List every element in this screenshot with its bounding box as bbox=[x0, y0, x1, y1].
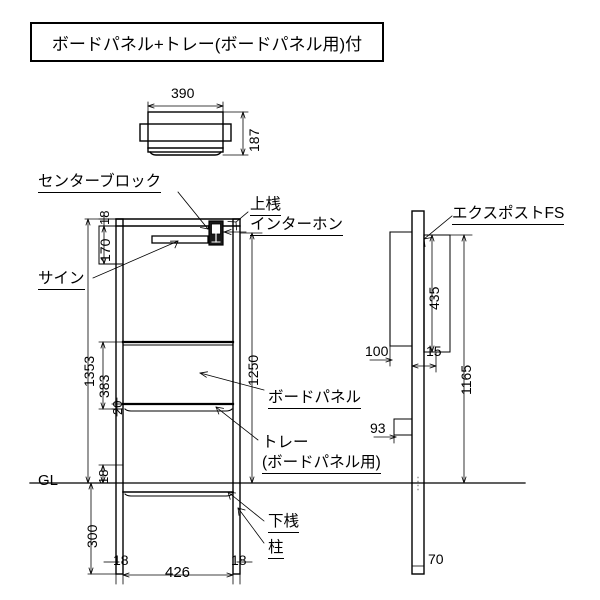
label-center-block: センターブロック bbox=[38, 173, 162, 193]
side-elevation-geometry bbox=[389, 210, 453, 575]
dim-embed-depth: 300 bbox=[84, 524, 100, 548]
label-upper-rail: 上桟 bbox=[250, 196, 282, 216]
dim-right-height: 1250 bbox=[245, 354, 261, 386]
dim-tray-thickness: 20 bbox=[110, 400, 125, 415]
dim-post-depth: 70 bbox=[428, 551, 444, 567]
dim-lower-offset: 93 bbox=[370, 420, 386, 436]
label-board-panel: ボードパネル bbox=[268, 389, 362, 409]
dim-side-panel-height: 435 bbox=[426, 286, 442, 310]
front-elevation-geometry bbox=[29, 191, 526, 575]
label-sign: サイン bbox=[38, 270, 85, 290]
label-product-name: エクスポストFS bbox=[452, 205, 565, 225]
label-tray-line2: (ボードパネル用) bbox=[262, 454, 381, 474]
dim-top-offset: 170 bbox=[97, 238, 113, 262]
dim-top-rail-thickness: 18 bbox=[97, 210, 112, 225]
plan-width-dim: 390 bbox=[171, 85, 195, 101]
front-elevation-dimensions bbox=[84, 213, 263, 585]
dim-tray-depth: 100 bbox=[365, 343, 389, 359]
title-box: ボードパネル+トレー(ボードパネル用)付 bbox=[30, 22, 384, 62]
dim-side-total-height: 1165 bbox=[458, 364, 474, 395]
label-tray-line1: トレー bbox=[262, 434, 309, 451]
dim-overall-above-gl: 1353 bbox=[81, 355, 97, 387]
dim-panel-height: 383 bbox=[96, 374, 112, 398]
plan-height-dim: 187 bbox=[246, 128, 262, 152]
dim-below-top-to-gl: 18 bbox=[96, 469, 111, 484]
label-lower-rail: 下桟 bbox=[268, 513, 300, 533]
dim-inner-width: 426 bbox=[165, 564, 191, 581]
dim-post-left-width: 18 bbox=[113, 552, 129, 568]
label-post: 柱 bbox=[268, 539, 284, 559]
side-elevation-dimensions bbox=[369, 234, 473, 573]
dim-post-right-width: 18 bbox=[231, 552, 247, 568]
label-intercom: インターホン bbox=[250, 216, 344, 236]
label-ground-level: GL bbox=[38, 472, 59, 489]
title-text: ボードパネル+トレー(ボードパネル用)付 bbox=[51, 34, 363, 54]
plan-view-geometry bbox=[139, 101, 249, 156]
dim-post-offset: 15 bbox=[426, 343, 442, 359]
